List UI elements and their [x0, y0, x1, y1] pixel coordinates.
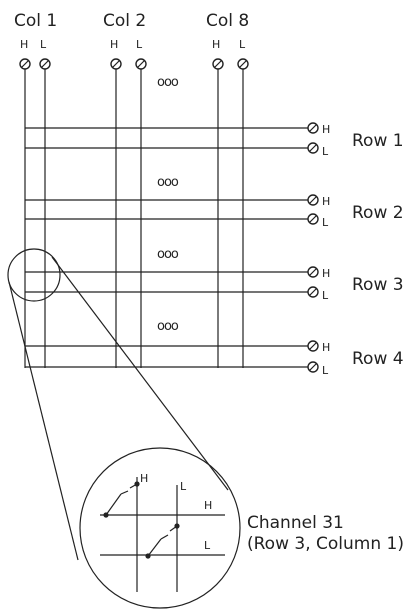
detail-switch-l [145, 523, 180, 559]
column-1-h-label: H [20, 38, 28, 51]
terminal-row4-h [307, 340, 319, 352]
magnify-connector-left [8, 281, 79, 561]
magnify-detail-circle [79, 447, 241, 609]
channel-caption-line2: (Row 3, Column 1) [247, 534, 404, 554]
column-wires [24, 68, 244, 368]
terminal-col1-h [19, 58, 31, 70]
terminal-row4-l [307, 361, 319, 373]
detail-wires [100, 477, 225, 592]
row-1-l-label: L [322, 145, 329, 158]
row-3-l-label: L [322, 289, 329, 302]
terminal-col8-l [237, 58, 249, 70]
terminal-col2-h [110, 58, 122, 70]
terminal-row3-l [307, 286, 319, 298]
column-terminals [19, 58, 249, 70]
column-2-h-label: H [110, 38, 118, 51]
row-1-h-label: H [322, 123, 330, 136]
detail-switch-h [103, 481, 140, 518]
row-3-h-label: H [322, 267, 330, 280]
row-4-h-label: H [322, 341, 330, 354]
column-label-8: Col 8 [206, 11, 249, 31]
row-label-2: Row 2 [352, 203, 404, 223]
row-label-4: Row 4 [352, 349, 404, 369]
row-label-1: Row 1 [352, 131, 404, 151]
column-1-l-label: L [40, 38, 47, 51]
row-4-l-label: L [322, 364, 329, 377]
row-2-h-label: H [322, 195, 330, 208]
detail-column-h-label: H [140, 472, 148, 485]
row-2-l-label: L [322, 216, 329, 229]
ellipsis-row-3-4: ooo [157, 319, 179, 334]
row-label-3: Row 3 [352, 275, 404, 295]
terminal-row2-h [307, 194, 319, 206]
channel-caption-line1: Channel 31 [247, 513, 344, 533]
magnify-connector-right [51, 256, 229, 491]
column-label-2: Col 2 [103, 11, 146, 31]
column-2-l-label: L [136, 38, 143, 51]
column-8-l-label: L [239, 38, 246, 51]
row-terminals [307, 122, 319, 373]
terminal-col1-l [39, 58, 51, 70]
terminal-row2-l [307, 213, 319, 225]
terminal-col2-l [135, 58, 147, 70]
detail-row-l-label: L [204, 539, 211, 552]
terminal-row1-l [307, 142, 319, 154]
terminal-row1-h [307, 122, 319, 134]
terminal-col8-h [212, 58, 224, 70]
detail-column-l-label: L [180, 480, 187, 493]
ellipsis-columns: ooo [157, 75, 179, 90]
ellipsis-row-1-2: ooo [157, 175, 179, 190]
column-label-1: Col 1 [14, 11, 57, 31]
detail-row-h-label: H [204, 499, 212, 512]
magnify-source-circle [7, 248, 61, 302]
column-8-h-label: H [212, 38, 220, 51]
ellipsis-row-2-3: ooo [157, 247, 179, 262]
terminal-row3-h [307, 266, 319, 278]
row-wires [25, 127, 308, 368]
